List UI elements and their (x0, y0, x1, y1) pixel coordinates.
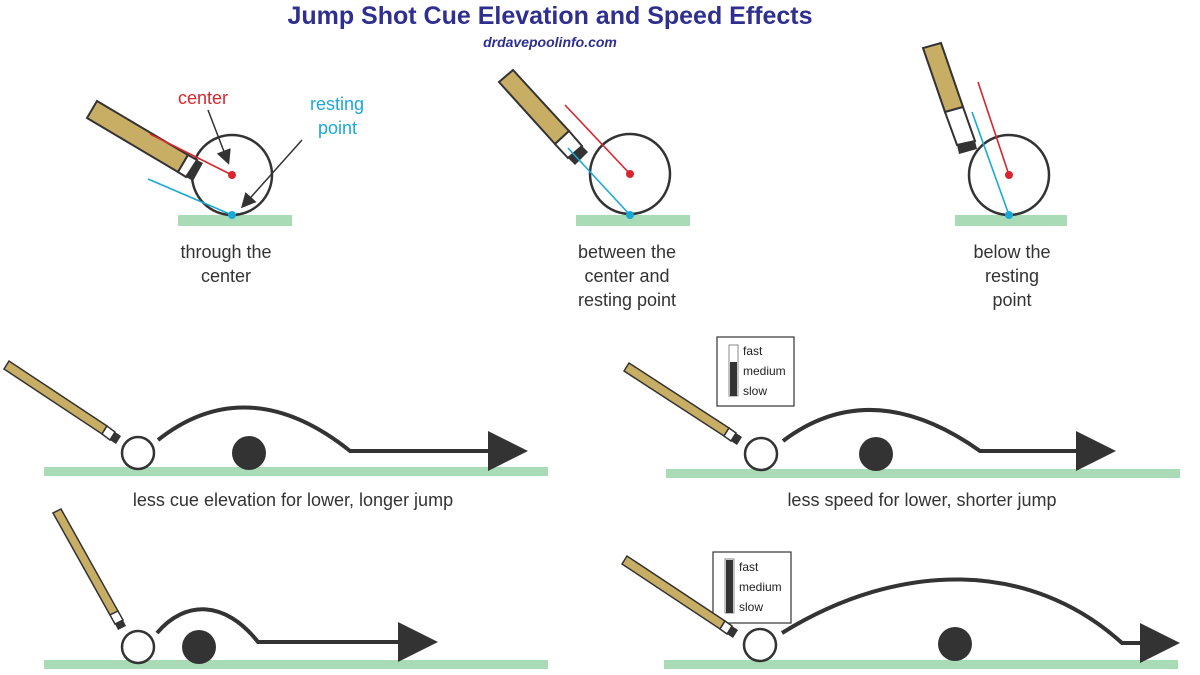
cue-tip (568, 146, 588, 165)
ball-path-arrow (156, 405, 528, 471)
resting-aim-line (971, 111, 1010, 216)
cue-tip (186, 160, 203, 181)
center-aim-line (564, 104, 631, 175)
caption-line: through the (180, 242, 271, 262)
panel-low-elevation: less cue elevation for lower, longer jum… (2, 359, 548, 510)
panel-high-elevation (44, 508, 548, 669)
resting-point-dot (228, 211, 236, 219)
panel-slow-speed: fast medium slow less speed for lower, s… (622, 336, 1180, 510)
ball-path-arrow (780, 577, 1180, 663)
cue-tip (731, 433, 742, 445)
object-ball (859, 437, 893, 471)
cue-ball (743, 436, 779, 472)
caption-line: between the (578, 242, 676, 262)
cue-butt (85, 99, 190, 174)
resting-pointer-arrow (241, 139, 303, 209)
panel-between: between the center and resting point (497, 68, 690, 310)
caption-line: center and (584, 266, 669, 286)
center-aim-line (149, 133, 233, 176)
panel-fast-speed: fast medium slow (620, 551, 1180, 669)
legend-slow: slow (743, 384, 767, 398)
speed-caption: less speed for lower, shorter jump (787, 490, 1056, 510)
ball-path-arrow (781, 408, 1116, 471)
center-aim-line (977, 81, 1010, 176)
caption-line: resting (985, 266, 1039, 286)
cue-tip (957, 141, 977, 154)
cue-stick (51, 508, 120, 616)
cue-tip (727, 626, 738, 638)
center-dot (1005, 171, 1013, 179)
speed-legend-box: fast medium slow (712, 551, 792, 624)
legend-medium: medium (743, 364, 786, 378)
center-dot (228, 171, 236, 179)
table-surface (955, 215, 1067, 226)
elevation-caption: less cue elevation for lower, longer jum… (133, 490, 453, 510)
object-ball (182, 630, 216, 664)
speed-legend-box: fast medium slow (716, 336, 795, 407)
resting-point-dot (626, 211, 634, 219)
cue-tip (110, 432, 121, 444)
table-surface (576, 215, 690, 226)
resting-label-line1: resting (310, 94, 364, 114)
cue-ball (120, 435, 156, 471)
cue-stick (622, 361, 731, 438)
caption-line: below the (973, 242, 1050, 262)
center-label: center (178, 88, 228, 108)
table-surface (664, 660, 1178, 669)
caption-line: resting point (578, 290, 676, 310)
legend-fast: fast (739, 560, 759, 574)
panel-below-resting: below the resting point (921, 41, 1067, 310)
cue-tip (115, 620, 126, 630)
cue-stick (2, 359, 109, 436)
resting-point-dot (1005, 211, 1013, 219)
ball-path-arrow (155, 607, 438, 662)
speed-gauge-fill (730, 362, 737, 396)
resting-aim-line (567, 147, 631, 216)
cue-ferrule (943, 105, 977, 147)
legend-fast: fast (743, 344, 763, 358)
caption-line: point (992, 290, 1031, 310)
speed-gauge-fill (726, 560, 733, 613)
table-surface (178, 215, 292, 226)
resting-aim-line (147, 178, 233, 216)
center-dot (626, 170, 634, 178)
cue-ball (120, 629, 156, 665)
legend-slow: slow (739, 600, 763, 614)
center-pointer-arrow (207, 109, 231, 165)
diagram-subtitle: drdavepoolinfo.com (483, 34, 617, 50)
table-surface (44, 467, 548, 476)
cue-ball (742, 627, 778, 663)
panel-through-center: center resting point through the center (85, 88, 364, 286)
object-ball (232, 436, 266, 470)
cue-butt (921, 41, 965, 114)
cue-stick (620, 554, 727, 631)
resting-label-line2: point (318, 118, 357, 138)
caption-line: center (201, 266, 251, 286)
table-surface (666, 469, 1180, 478)
object-ball (938, 627, 972, 661)
diagram-title: Jump Shot Cue Elevation and Speed Effect… (287, 2, 813, 30)
table-surface (44, 660, 548, 669)
legend-medium: medium (739, 580, 782, 594)
cue-butt (497, 68, 571, 146)
